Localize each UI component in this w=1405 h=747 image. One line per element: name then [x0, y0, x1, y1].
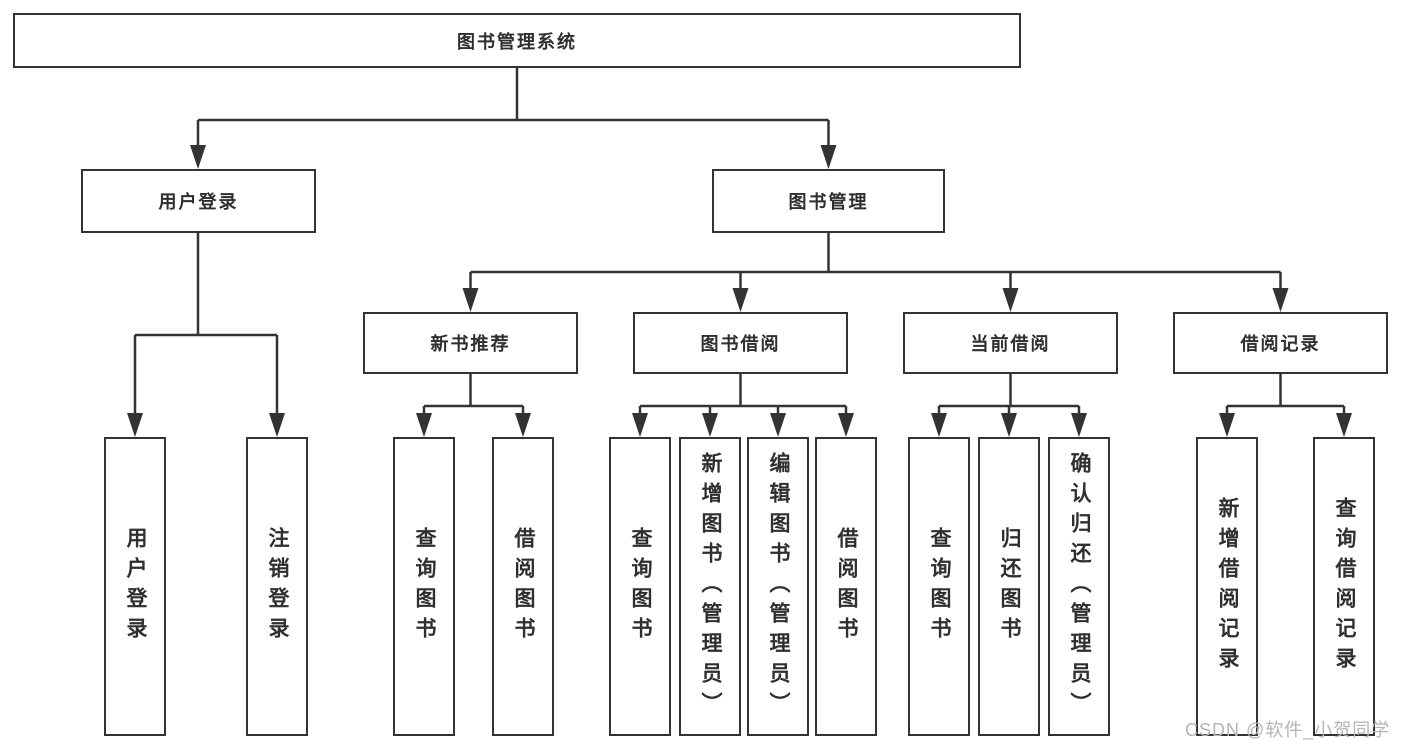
node-book-borrow: 图书借阅	[633, 312, 848, 374]
node-borrow-records: 借阅记录	[1173, 312, 1388, 374]
node-new-book-recommend: 新书推荐	[363, 312, 578, 374]
leaf-add-borrow-record: 新增借阅记录	[1196, 437, 1258, 736]
node-library-system: 图书管理系统	[13, 13, 1021, 68]
leaf-edit-book-admin: 编辑图书（管理员）	[747, 437, 809, 736]
leaf-logout: 注销登录	[246, 437, 308, 736]
node-user-login: 用户登录	[81, 169, 316, 233]
leaf-search-book-borrow: 查询图书	[609, 437, 671, 736]
node-current-borrow: 当前借阅	[903, 312, 1118, 374]
leaf-add-book-admin: 新增图书（管理员）	[679, 437, 741, 736]
leaf-user-login: 用户登录	[104, 437, 166, 736]
leaf-return-book: 归还图书	[978, 437, 1040, 736]
leaf-confirm-return-admin: 确认归还（管理员）	[1048, 437, 1110, 736]
leaf-search-book-recommend: 查询图书	[393, 437, 455, 736]
leaf-borrow-book: 借阅图书	[815, 437, 877, 736]
node-book-management: 图书管理	[712, 169, 945, 233]
leaf-search-borrow-record: 查询借阅记录	[1313, 437, 1375, 736]
leaf-borrow-book-recommend: 借阅图书	[492, 437, 554, 736]
watermark: CSDN @软件_小贺同学	[1185, 720, 1391, 740]
leaf-search-book-current: 查询图书	[908, 437, 970, 736]
